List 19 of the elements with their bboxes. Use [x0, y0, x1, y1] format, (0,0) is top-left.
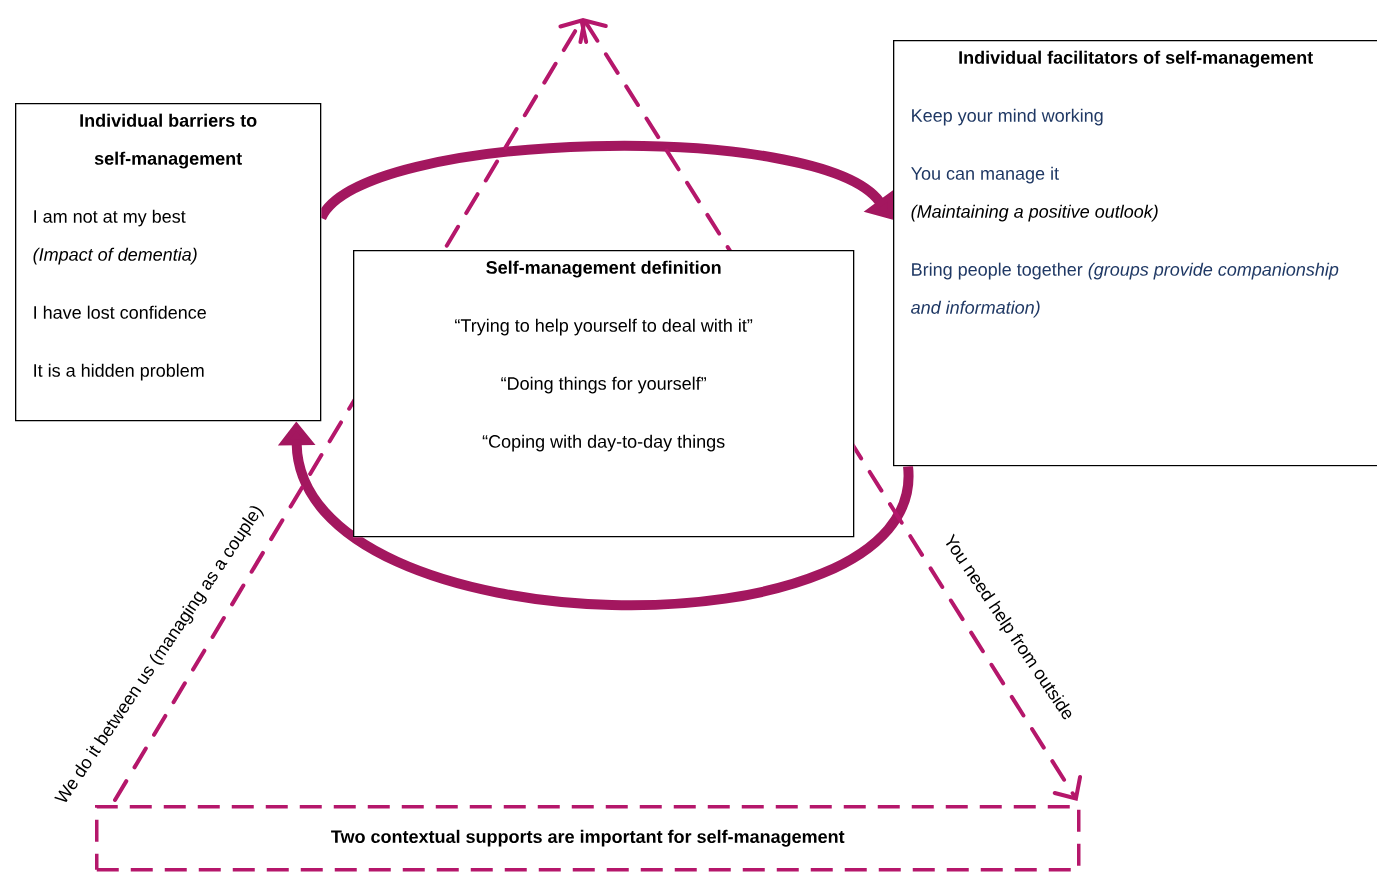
box-text: “Trying to help yourself to deal with it” [455, 318, 753, 336]
heading: Self-management definition [486, 260, 721, 278]
box-text: “Coping with day-to-day things [482, 434, 725, 452]
support-box [95, 805, 1081, 872]
box-text: (Maintaining a positive outlook) [911, 204, 1158, 222]
box-text: Keep your mind working [912, 108, 1103, 126]
box-text: “Doing things for yourself” [501, 376, 706, 394]
heading: Individual facilitators of self-management [959, 50, 1313, 68]
heading: Individual barriers to self-management [80, 113, 257, 169]
box-text: Bring people together (groups provide companionship and information) [911, 262, 1339, 318]
box-text: You can manage it [911, 166, 1059, 184]
heading: Two contextual supports are important for self-management [331, 829, 845, 847]
facilitator-box [893, 40, 1377, 467]
definition-box [353, 250, 855, 538]
barrier-box [15, 103, 322, 422]
box-text: I am not at my best [34, 209, 186, 227]
box-text: I have lost confidence [34, 305, 206, 319]
box-text: It is a hidden problem [34, 363, 204, 381]
box-text: (Impact of dementia) [33, 247, 197, 265]
